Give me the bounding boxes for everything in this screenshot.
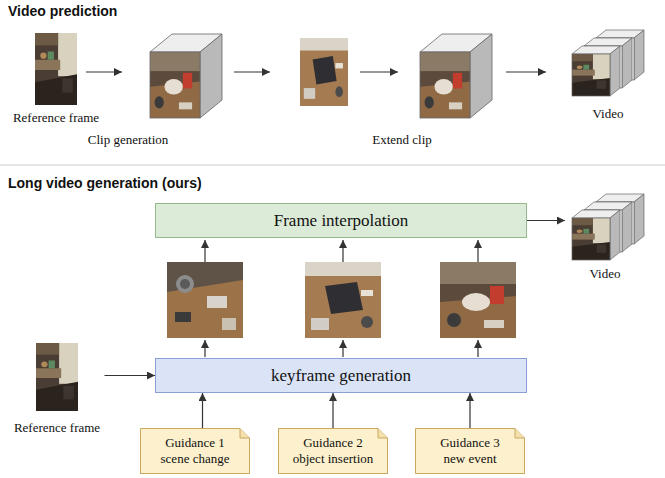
arrow xyxy=(506,71,546,72)
note-outline xyxy=(416,429,525,474)
node-text: Guidance 3 new event xyxy=(424,435,516,466)
note-fold xyxy=(378,429,388,439)
arrow xyxy=(204,240,205,262)
connector-arrow xyxy=(202,393,203,428)
image-caption: Reference frame xyxy=(13,110,99,126)
keyframe-image xyxy=(305,262,381,338)
reference-image xyxy=(35,33,77,105)
section-heading: Long video generation (ours) xyxy=(8,175,202,191)
node-text: keyframe generation xyxy=(271,366,411,386)
step-label: Clip generation xyxy=(88,132,169,148)
clip-cube xyxy=(420,34,492,118)
video-stack xyxy=(572,30,644,96)
process-box: keyframe generation xyxy=(155,358,527,393)
clip-cube xyxy=(150,34,222,118)
section-heading: Video prediction xyxy=(8,3,117,19)
arrow xyxy=(86,71,122,72)
note-fold xyxy=(240,429,250,439)
keyframe-image xyxy=(167,262,243,338)
separator xyxy=(0,165,665,166)
note-outline xyxy=(279,429,388,474)
process-box: Frame interpolation xyxy=(155,203,527,238)
arrow xyxy=(342,240,343,262)
node-text: Video xyxy=(588,266,623,282)
frame-image xyxy=(300,38,348,106)
guidance-note: Guidance 1 scene change xyxy=(140,428,250,474)
connector-arrow xyxy=(527,220,565,221)
connector-arrow xyxy=(469,393,470,428)
image-node: Reference frame xyxy=(10,340,105,436)
node-text: Frame interpolation xyxy=(274,211,409,231)
node-text: Guidance 1 scene change xyxy=(149,435,241,466)
connector-arrow xyxy=(105,375,156,376)
arrow xyxy=(360,71,398,72)
arrow xyxy=(342,340,343,357)
connector-arrow xyxy=(332,393,333,428)
step-label: Extend clip xyxy=(372,132,432,148)
arrow xyxy=(477,240,478,262)
video-stack xyxy=(572,194,644,260)
keyframe-image xyxy=(440,262,516,338)
image-caption: Video xyxy=(593,106,624,122)
arrow xyxy=(234,71,270,72)
arrow xyxy=(204,340,205,357)
video-node: Video xyxy=(565,198,645,282)
guidance-note: Guidance 3 new event xyxy=(415,428,525,474)
note-fold xyxy=(515,429,525,439)
note-outline xyxy=(141,429,250,474)
arrow xyxy=(477,340,478,357)
node-text: Reference frame xyxy=(12,420,102,436)
node-text: Guidance 2 object insertion xyxy=(287,435,379,466)
guidance-note: Guidance 2 object insertion xyxy=(278,428,388,474)
reference-image xyxy=(36,343,78,411)
